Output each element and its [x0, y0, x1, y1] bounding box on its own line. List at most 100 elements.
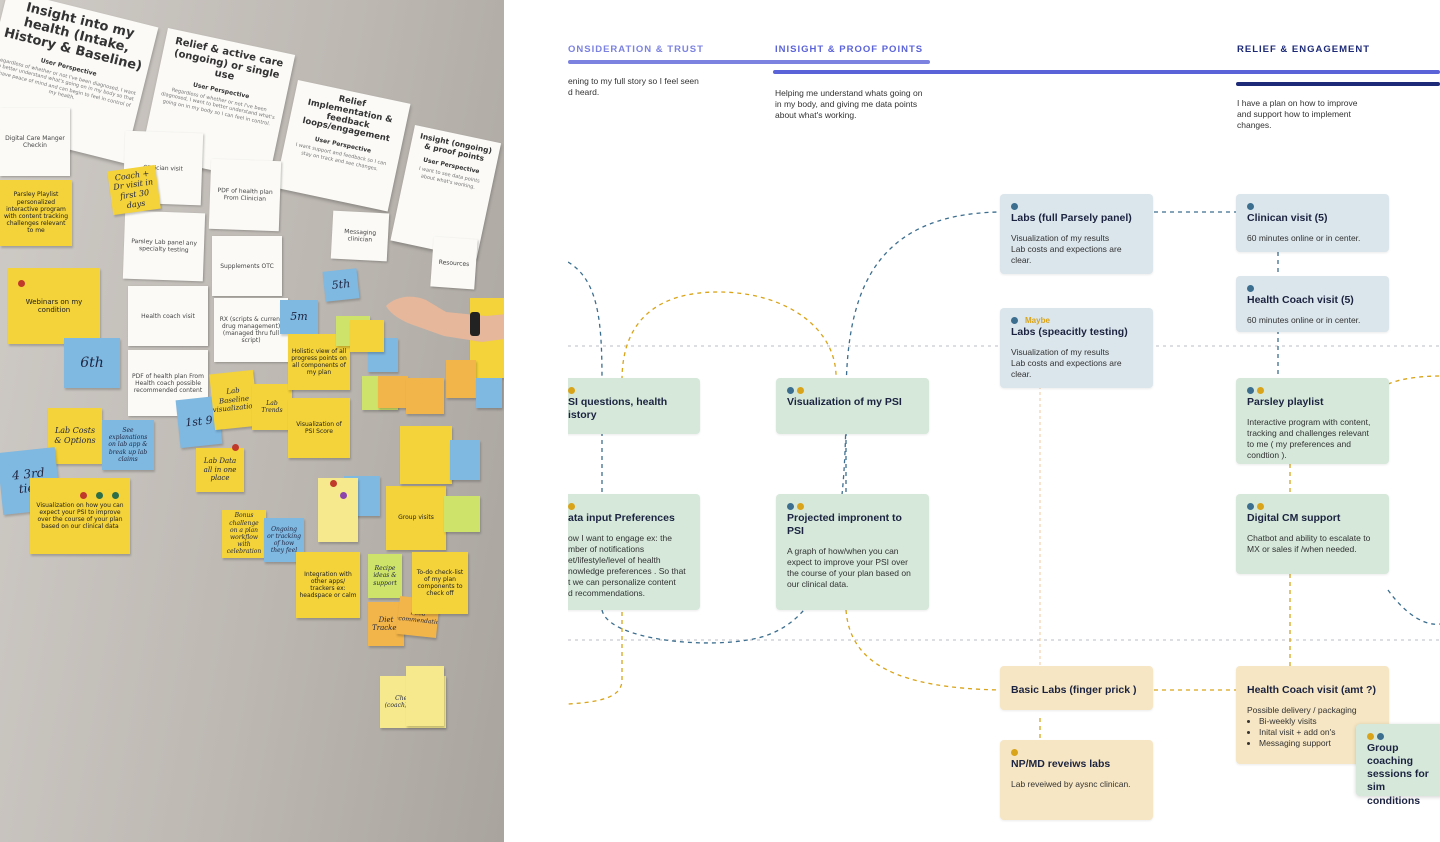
card-supplements: Supplements OTC — [212, 236, 282, 296]
phase-label-insight: INISIGHT & PROOF POINTS — [775, 44, 924, 55]
card-lab-panel: Parsley Lab panel any specialty testing — [122, 210, 206, 282]
box-title: Health Coach visit (5) — [1247, 294, 1354, 306]
note-lab-costs: Lab Costs & Options — [48, 408, 102, 464]
note-recipe: Recipe ideas & support — [368, 554, 402, 598]
box-title: Health Coach visit (amt ?) — [1247, 684, 1376, 696]
note-psi-score: Visualization of PSI Score — [288, 398, 350, 458]
card-rx: RX (scripts & current drug management) (… — [214, 298, 288, 362]
note-todo-checklist: To-do check-list of my plan components t… — [412, 552, 468, 614]
note-decor — [444, 496, 480, 532]
note-parsley-playlist: Parsley Playlist personalized interactiv… — [0, 180, 72, 246]
box-digital-cm-support[interactable]: Digital CM support Chatbot and ability t… — [1236, 494, 1389, 574]
vote-dot — [112, 492, 119, 499]
box-desc: Visualization of my results Lab costs an… — [1011, 347, 1122, 380]
status-dots — [1011, 202, 1142, 210]
box-np-md-reviews[interactable]: NP/MD reveiws labs Lab reveiwed by aysnc… — [1000, 740, 1153, 820]
note-integration: Integration with other apps/ trackers ex… — [296, 552, 360, 618]
box-title: NP/MD reveiws labs — [1011, 758, 1111, 770]
box-bullets: Bi-weekly visits Inital visit + add on's… — [1247, 716, 1378, 749]
box-desc: 60 minutes online or in center. — [1247, 233, 1361, 244]
note-5th: 5th — [322, 268, 360, 302]
card-messaging: Messaging clinician — [330, 210, 390, 262]
phase-bar-relief — [1236, 82, 1440, 86]
box-title: ata input Preferences — [568, 512, 675, 524]
note-decor — [406, 378, 444, 414]
note-decor — [446, 360, 476, 398]
box-title: Digital CM support — [1247, 512, 1341, 524]
vote-dot — [80, 492, 87, 499]
card-pdf-clinician: PDF of health plan From Clinician — [208, 158, 282, 232]
box-projected-improvement[interactable]: Projected impronent to PSI A graph of ho… — [776, 494, 929, 610]
card-resources: Resources — [430, 236, 478, 290]
box-labs-full-panel[interactable]: Labs (full Parsely panel) Visualization … — [1000, 194, 1153, 274]
box-desc: Possible delivery / packaging Bi-weekly … — [1247, 705, 1378, 749]
vote-dot — [232, 444, 239, 451]
status-dots: Maybe — [1011, 315, 1142, 325]
status-dots — [787, 502, 918, 510]
card-pdf-coach: PDF of health plan From Health coach pos… — [128, 350, 208, 416]
box-desc: Lab reveiwed by aysnc clinican. — [1011, 779, 1131, 790]
vote-dot — [96, 492, 103, 499]
phase-bar-insight — [773, 70, 1440, 74]
note-decor — [476, 378, 502, 408]
note-bonus-challenge: Bonus challenge on a plan workflow with … — [222, 510, 266, 558]
box-desc-line: Possible delivery / packaging — [1247, 705, 1357, 716]
box-parsley-playlist[interactable]: Parsley playlist Interactive program wit… — [1236, 378, 1389, 464]
vote-dot — [340, 492, 347, 499]
hand-illustration — [386, 296, 504, 342]
box-title: Clinican visit (5) — [1247, 212, 1328, 224]
box-desc: A graph of how/when you can expect to im… — [787, 546, 911, 590]
note-lab-data: Lab Data all in one place — [196, 448, 244, 492]
box-title: Group coaching sessions for sim conditio… — [1367, 742, 1429, 807]
note-decor — [378, 376, 408, 408]
box-title: Visualization of my PSI — [787, 396, 902, 408]
phase-label-consideration: ONSIDERATION & TRUST — [568, 44, 704, 55]
bullet-item: Inital visit + add on's — [1259, 727, 1378, 738]
box-title: Basic Labs (finger prick ) — [1011, 684, 1137, 696]
maybe-badge: Maybe — [1025, 315, 1050, 325]
note-visualization-psi: Visualization on how you can expect your… — [30, 478, 130, 554]
status-dots — [1367, 732, 1440, 740]
phase-desc-consideration: ening to my full story so I feel seen d … — [568, 76, 699, 98]
phase-label-relief: RELIEF & ENGAGEMENT — [1237, 44, 1371, 55]
note-ongoing-tracking: Ongoing or tracking of how they feel — [264, 518, 304, 562]
box-basic-labs[interactable]: Basic Labs (finger prick ) — [1000, 666, 1153, 710]
box-title: Labs (full Parsely panel) — [1011, 212, 1132, 224]
box-visualization-psi[interactable]: Visualization of my PSI — [776, 378, 929, 434]
bullet-item: Messaging support — [1259, 738, 1378, 749]
journey-map: ONSIDERATION & TRUST INISIGHT & PROOF PO… — [568, 0, 1440, 842]
phase-paper-implementation: Relief Implementation & feedback loops/e… — [275, 80, 411, 212]
status-dots — [1247, 202, 1378, 210]
box-health-coach-visit[interactable]: Health Coach visit (5) 60 minutes online… — [1236, 276, 1389, 332]
note-decor — [400, 426, 452, 484]
note-coach-dr: Coach + Dr visit in first 30 days — [107, 164, 161, 216]
box-clinician-visit[interactable]: Clinican visit (5) 60 minutes online or … — [1236, 194, 1389, 252]
note-6th: 6th — [64, 338, 120, 388]
note-decor — [318, 478, 358, 542]
phase-desc-insight: Helping me understand whats going on in … — [775, 88, 923, 121]
workshop-photo: Insight into my health (Intake, History … — [0, 0, 504, 842]
note-5m: 5m — [280, 300, 318, 334]
box-desc: ow I want to engage ex: the mber of noti… — [568, 533, 686, 599]
box-desc: Chatbot and ability to escalate to MX or… — [1247, 533, 1371, 555]
box-title: Parsley playlist — [1247, 396, 1324, 408]
note-lab-explanations: See explanations on lab app & break up l… — [102, 420, 154, 470]
box-desc: Visualization of my results Lab costs an… — [1011, 233, 1122, 266]
note-decor — [450, 440, 480, 480]
box-desc: Interactive program with content, tracki… — [1247, 417, 1371, 461]
status-dots — [1011, 748, 1142, 756]
note-decor — [350, 320, 384, 352]
status-dots — [568, 386, 689, 394]
vote-dot — [330, 480, 337, 487]
box-title: Projected impronent to PSI — [787, 512, 902, 538]
box-data-input-preferences[interactable]: ata input Preferences ow I want to engag… — [568, 494, 700, 610]
note-group-visits: Group visits — [386, 486, 446, 550]
status-dots — [1247, 502, 1378, 510]
status-dots — [1247, 386, 1378, 394]
status-dots — [787, 386, 918, 394]
box-labs-specialty[interactable]: Maybe Labs (speacitly testing) Visualiza… — [1000, 308, 1153, 388]
box-desc: 60 minutes online or in center. — [1247, 315, 1361, 326]
card-health-coach: Health coach visit — [128, 286, 208, 346]
box-psi-questions[interactable]: SI questions, health istory — [568, 378, 700, 434]
box-group-coaching[interactable]: Group coaching sessions for sim conditio… — [1356, 724, 1440, 807]
